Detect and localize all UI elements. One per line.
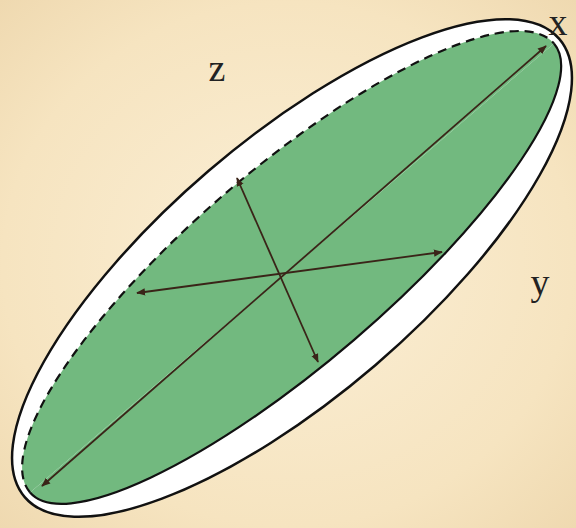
x-axis-arrow [42,46,546,486]
section-dashed-edge [0,0,554,493]
axis-label: y [531,263,550,301]
y-axis-arrow [137,252,442,293]
axis-label: z [209,49,226,87]
axis-label: x [549,3,568,41]
section-fill-top [0,0,554,493]
section-fill-bottom [30,43,576,528]
